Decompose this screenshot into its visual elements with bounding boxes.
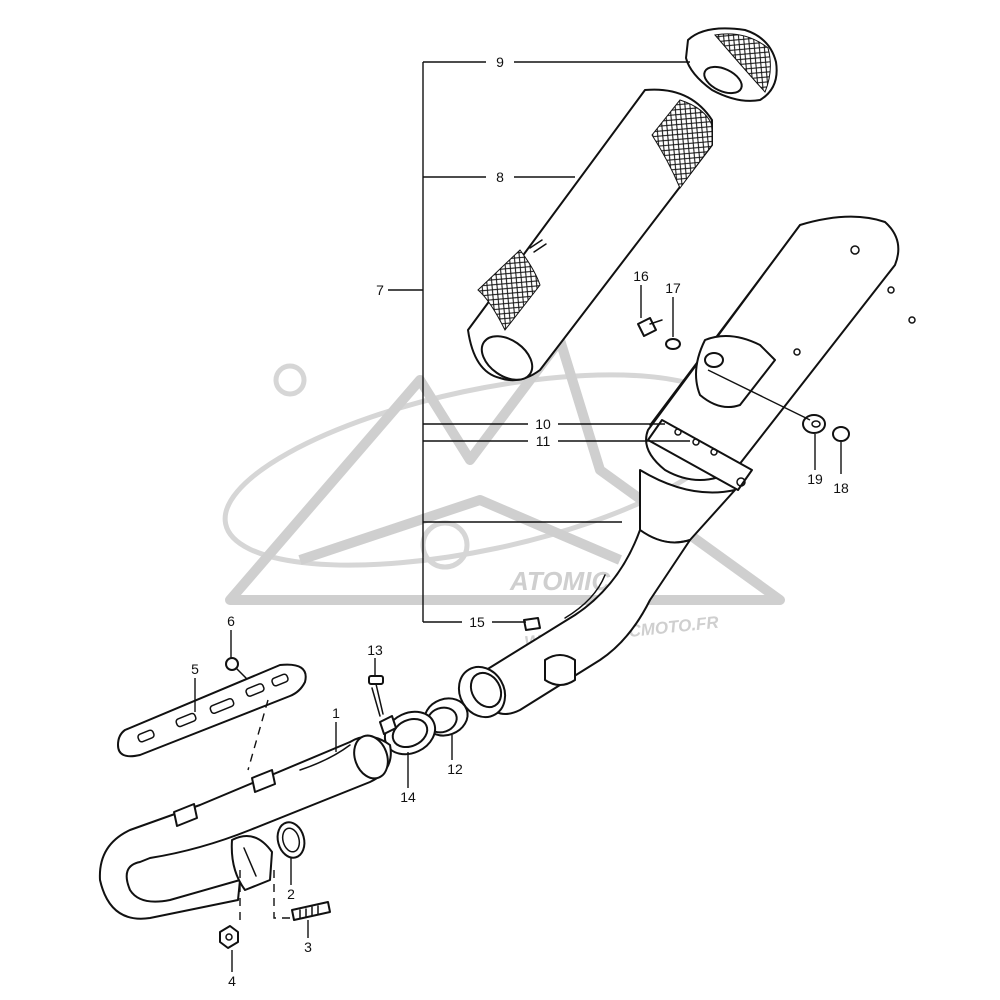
callout-labels: 9 8 7 10 11 15 16 17 18 19 6 5 13 1 14 1… [191, 54, 849, 989]
callout-5: 5 [191, 661, 199, 677]
bolt-6 [225, 657, 247, 679]
gasket-2 [276, 821, 306, 859]
callout-2: 2 [287, 886, 295, 902]
callout-16: 16 [633, 268, 649, 284]
callout-18: 18 [833, 480, 849, 496]
leader-lines [194, 61, 842, 972]
callout-13: 13 [367, 642, 383, 658]
nut-4 [219, 925, 239, 949]
callout-8: 8 [496, 169, 504, 185]
heat-shield-part [117, 663, 307, 758]
callout-19: 19 [807, 471, 823, 487]
callout-10: 10 [535, 416, 551, 432]
watermark-brand: ATOMIC [509, 566, 611, 596]
callout-9: 9 [496, 54, 504, 70]
hardware-18-19 [802, 414, 850, 442]
callout-4: 4 [228, 973, 236, 989]
bolt-13 [368, 675, 384, 717]
callout-14: 14 [400, 789, 416, 805]
callout-15: 15 [469, 614, 485, 630]
callout-12: 12 [447, 761, 463, 777]
end-cap-part [685, 27, 778, 102]
stud-3 [291, 901, 331, 921]
callout-11: 11 [536, 433, 551, 449]
muffler-body-part [467, 88, 713, 382]
callout-7: 7 [376, 282, 384, 298]
hardware-16-17 [637, 317, 681, 350]
callout-17: 17 [665, 280, 681, 296]
header-pipe-part [98, 734, 392, 920]
muffler-assembly-part [457, 215, 916, 719]
callout-3: 3 [304, 939, 312, 955]
callout-6: 6 [227, 613, 235, 629]
callout-1: 1 [332, 705, 340, 721]
